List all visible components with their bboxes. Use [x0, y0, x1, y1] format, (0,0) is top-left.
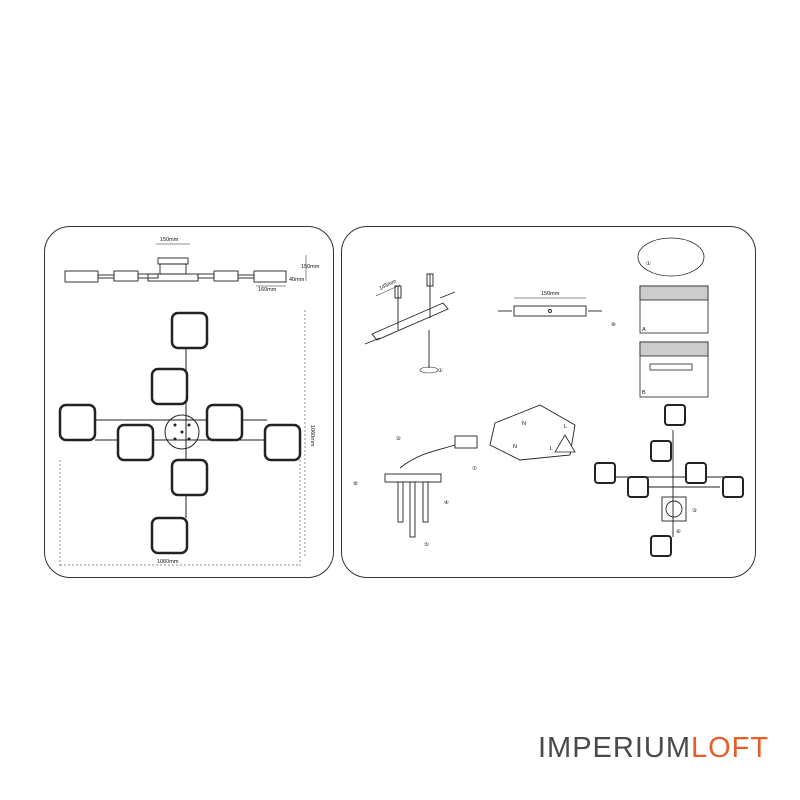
- assembled-lamp-squares: [594, 404, 744, 557]
- plate-length-label: 150mm: [541, 291, 560, 297]
- brand-part-1: IMPERIUM: [538, 732, 691, 764]
- lamp-square: [116, 423, 155, 462]
- step-7-label: ⑦: [472, 465, 477, 472]
- hazard-icon: [554, 434, 576, 453]
- step-2-label: ②: [396, 435, 401, 442]
- step-6-label: ⑥: [676, 528, 681, 535]
- step-8-label: ⑧: [611, 321, 616, 328]
- wiring-assembly: [384, 404, 576, 538]
- ceiling-label-b: B: [642, 390, 646, 396]
- wire-live-label: L: [564, 424, 567, 430]
- top-width-label: 150mm: [160, 237, 179, 243]
- overall-width-label: 1060mm: [157, 559, 179, 565]
- lamp-square: [170, 458, 209, 497]
- step-4-label: ④: [444, 499, 449, 506]
- wire-neutral-label-b: N: [513, 444, 517, 450]
- lamp-squares: [58, 311, 302, 555]
- brand-part-2: LOFT: [691, 732, 770, 764]
- lamp-square: [58, 403, 97, 442]
- hub-screws: [173, 423, 191, 441]
- wire-neutral-label: N: [522, 421, 526, 427]
- side-dim-lines: [156, 243, 307, 287]
- step-3-label: ③: [692, 507, 697, 514]
- lamp-square: [150, 367, 189, 406]
- height-total-label: 150mm: [301, 264, 320, 270]
- height-arm-label: 40mm: [289, 277, 305, 283]
- ceiling-label-a: A: [642, 327, 646, 333]
- lamp-square: [205, 403, 244, 442]
- assembled-view: [615, 430, 733, 537]
- overall-height-label: 1060mm: [309, 425, 315, 447]
- mounting-plate: [498, 297, 602, 317]
- step-1-detail-label: ①: [646, 260, 651, 267]
- lamp-square: [170, 311, 209, 350]
- brand-logo: IMPERIUMLOFT: [538, 732, 769, 765]
- step-5-label: ⑤: [424, 541, 429, 548]
- side-view: [64, 257, 287, 283]
- step-8-label-b: ⑧: [353, 480, 358, 487]
- step-1-label: ①: [438, 367, 443, 374]
- overall-dim-lines: [59, 310, 306, 568]
- dimensions-panel: [44, 226, 334, 578]
- mounting-bracket: [364, 273, 456, 368]
- arm-spacing-label: 160mm: [258, 287, 277, 293]
- ceiling-detail: [637, 237, 709, 398]
- lamp-square: [150, 516, 189, 555]
- wire-live-label-b: L: [550, 446, 553, 452]
- lamp-square: [263, 423, 302, 462]
